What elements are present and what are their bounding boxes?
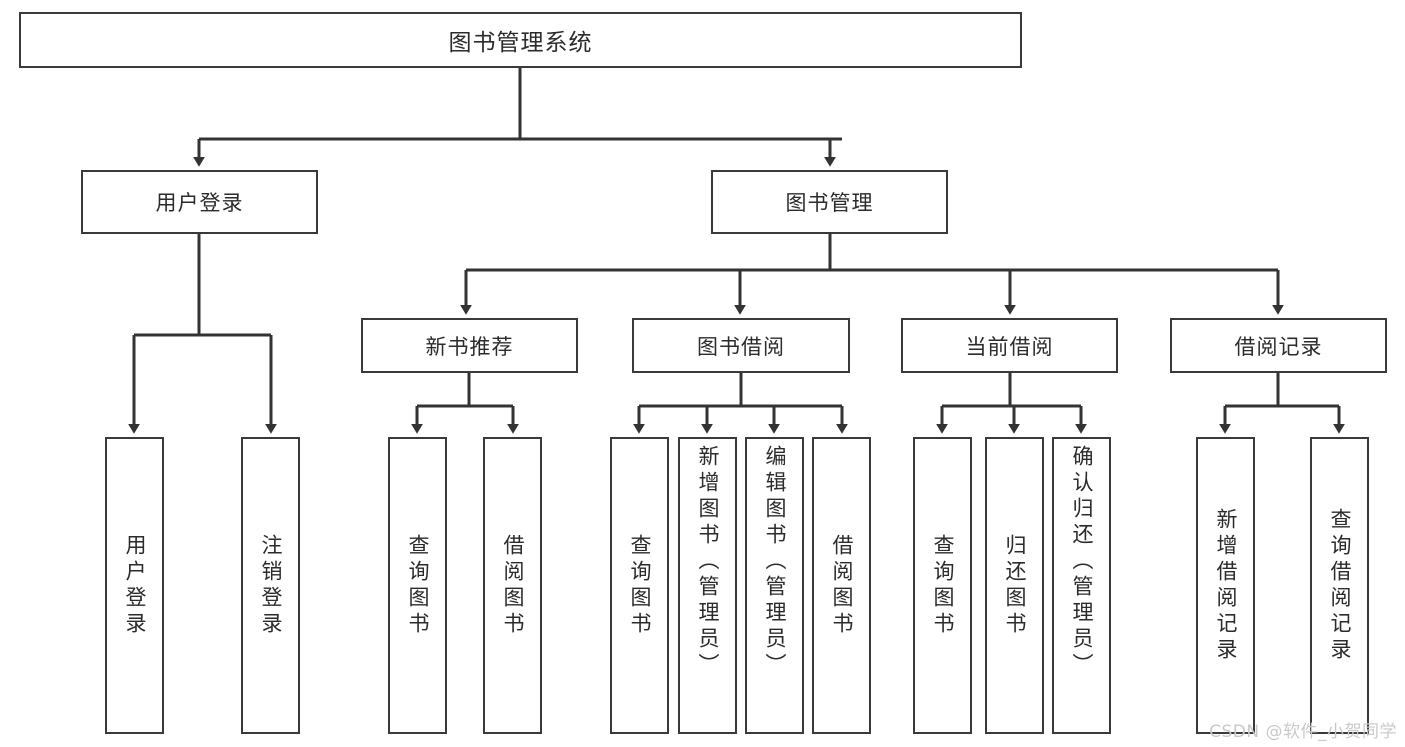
watermark-text: CSDN @软件_小贺同学 [1209, 722, 1397, 742]
leaf-current-borrow-return-label: 归还图书 [1003, 533, 1027, 638]
leaf-book-borrow-add-label: 新增图书（管理员） [696, 445, 720, 679]
node-current-borrow[interactable]: 当前借阅 [901, 318, 1118, 373]
leaf-borrow-record-query-label: 查询借阅记录 [1328, 507, 1352, 664]
leaf-new-book-query[interactable]: 查询图书 [388, 437, 447, 734]
leaf-current-borrow-confirm[interactable]: 确认归还（管理员） [1052, 437, 1111, 734]
node-new-book-recommend[interactable]: 新书推荐 [361, 318, 578, 373]
leaf-user-login-logout-label: 注销登录 [259, 533, 283, 638]
node-current-borrow-label: 当前借阅 [965, 334, 1054, 359]
node-book-management[interactable]: 图书管理 [711, 170, 948, 234]
node-root-label: 图书管理系统 [448, 30, 593, 56]
leaf-borrow-record-add-label: 新增借阅记录 [1214, 507, 1238, 664]
leaf-borrow-record-add[interactable]: 新增借阅记录 [1196, 437, 1255, 734]
node-user-login[interactable]: 用户登录 [81, 170, 318, 234]
leaf-user-login-logout[interactable]: 注销登录 [241, 437, 300, 734]
leaf-current-borrow-return[interactable]: 归还图书 [985, 437, 1044, 734]
leaf-current-borrow-query-label: 查询图书 [931, 533, 955, 638]
leaf-book-borrow-borrow-label: 借阅图书 [830, 533, 854, 638]
node-borrow-record[interactable]: 借阅记录 [1170, 318, 1387, 373]
leaf-book-borrow-query[interactable]: 查询图书 [610, 437, 669, 734]
node-root[interactable]: 图书管理系统 [19, 12, 1022, 68]
node-book-borrow-label: 图书借阅 [697, 334, 785, 359]
leaf-book-borrow-query-label: 查询图书 [628, 533, 652, 638]
leaf-current-borrow-query[interactable]: 查询图书 [913, 437, 972, 734]
leaf-new-book-query-label: 查询图书 [406, 533, 430, 638]
leaf-book-borrow-edit[interactable]: 编辑图书（管理员） [745, 437, 804, 734]
leaf-book-borrow-borrow[interactable]: 借阅图书 [812, 437, 871, 734]
leaf-user-login-login-label: 用户登录 [123, 533, 147, 638]
leaf-current-borrow-confirm-label: 确认归还（管理员） [1070, 445, 1094, 679]
leaf-book-borrow-edit-label: 编辑图书（管理员） [763, 445, 787, 679]
node-book-management-label: 图书管理 [785, 191, 874, 215]
leaf-user-login-login[interactable]: 用户登录 [105, 437, 164, 734]
node-new-book-recommend-label: 新书推荐 [425, 334, 514, 359]
leaf-new-book-borrow-label: 借阅图书 [501, 533, 525, 638]
leaf-new-book-borrow[interactable]: 借阅图书 [483, 437, 542, 734]
node-user-login-label: 用户登录 [155, 191, 244, 215]
node-book-borrow[interactable]: 图书借阅 [632, 318, 850, 373]
leaf-borrow-record-query[interactable]: 查询借阅记录 [1310, 437, 1369, 734]
leaf-book-borrow-add[interactable]: 新增图书（管理员） [678, 437, 737, 734]
node-borrow-record-label: 借阅记录 [1234, 334, 1323, 359]
